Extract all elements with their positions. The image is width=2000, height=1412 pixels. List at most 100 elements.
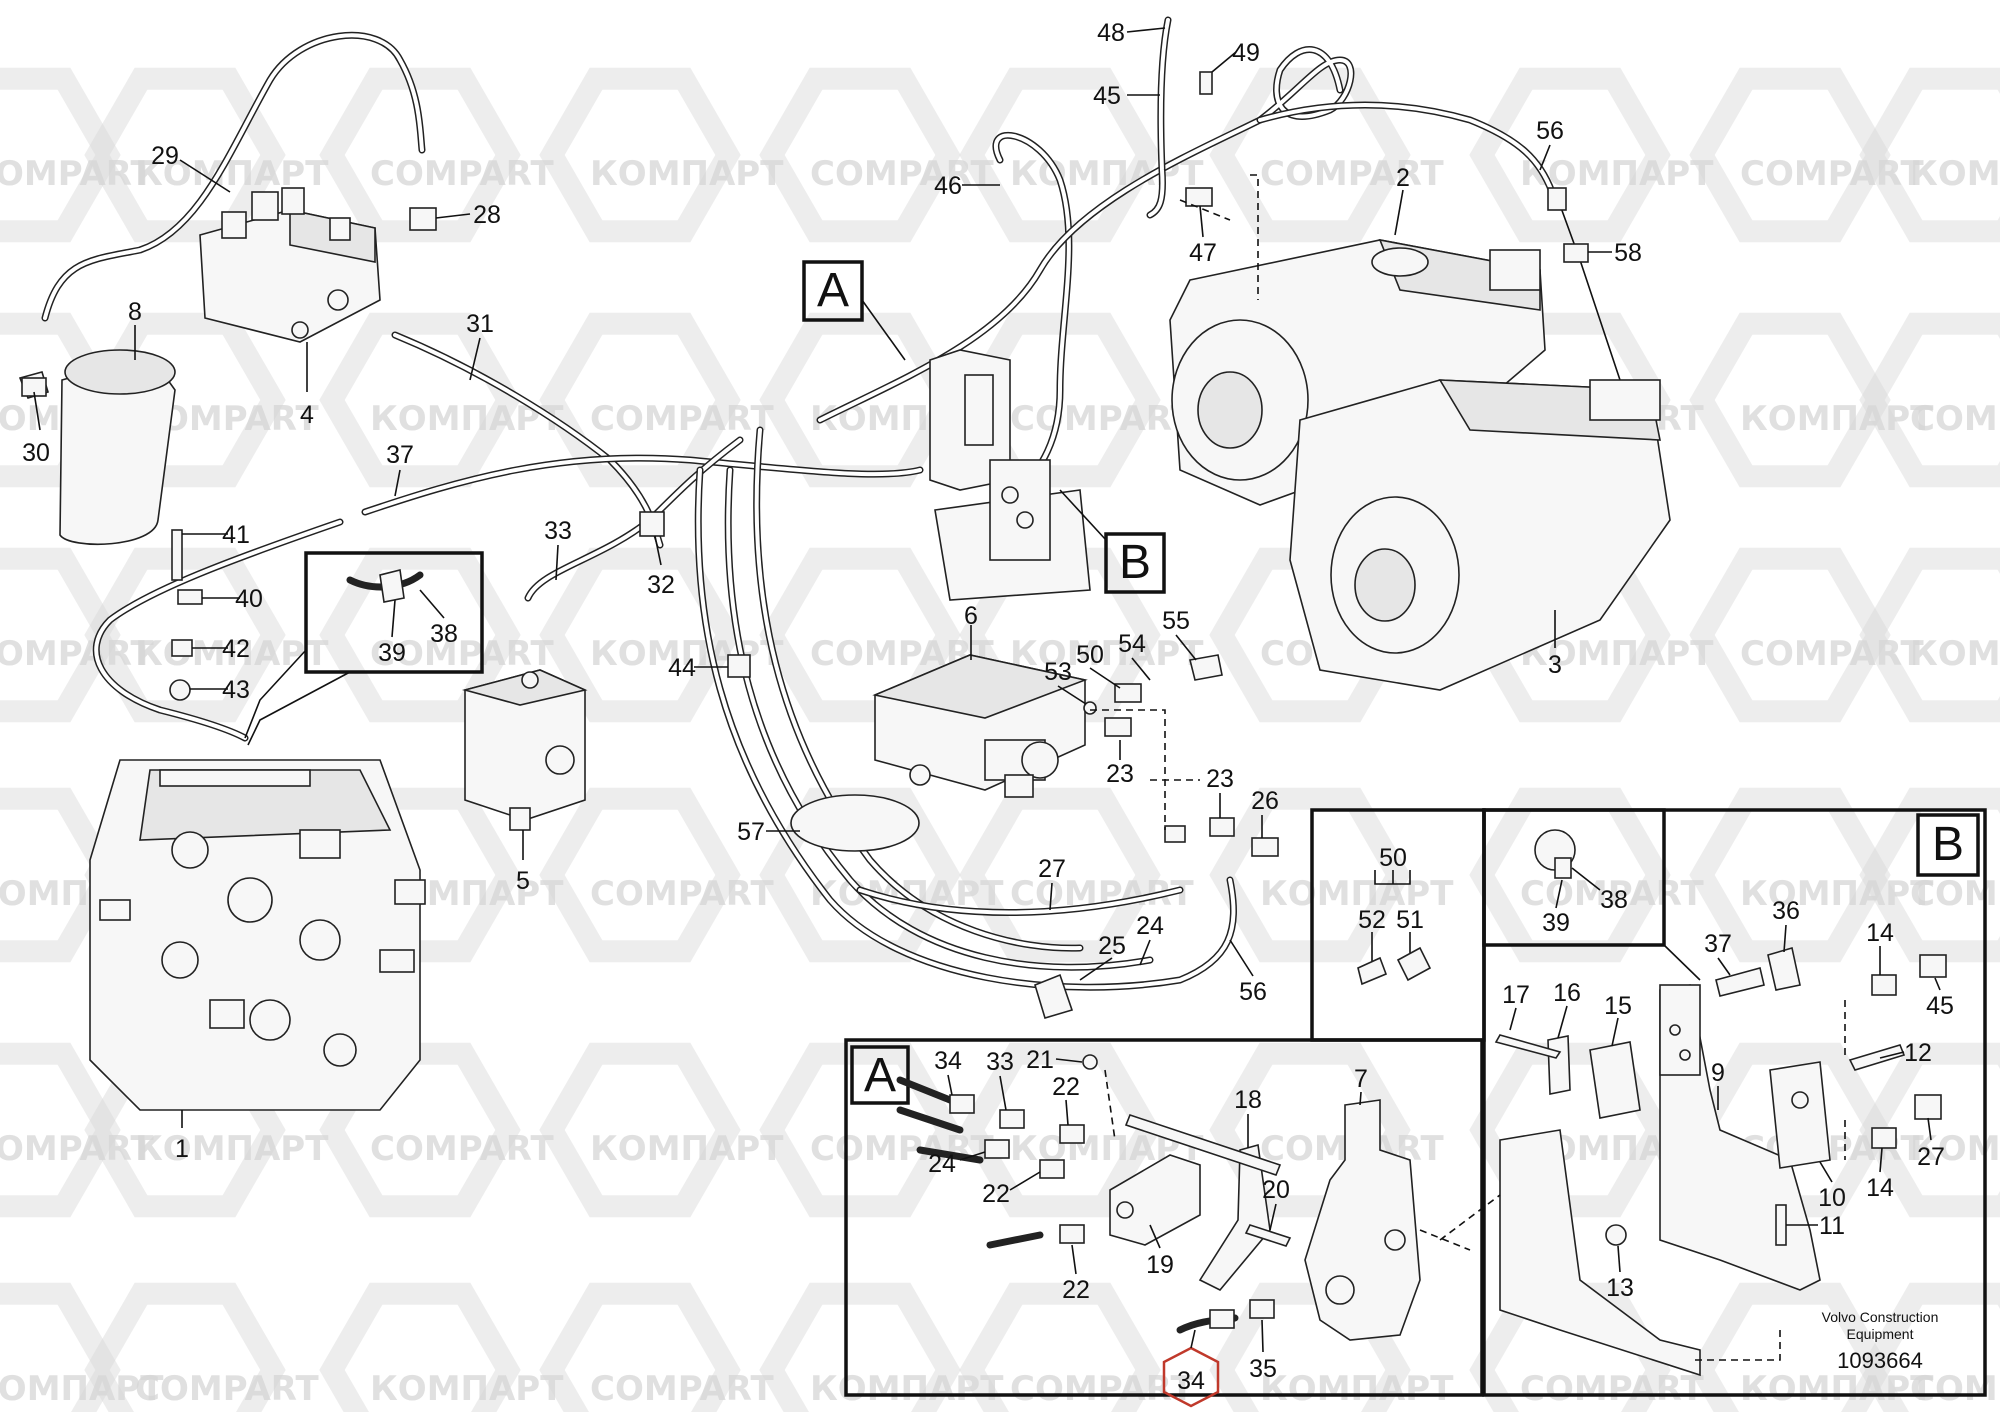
watermark-hex	[539, 1282, 741, 1412]
watermark-hex	[539, 312, 741, 488]
watermark-hex	[1689, 787, 1891, 963]
pump-2	[1169, 189, 1546, 506]
callout-26: 26	[1251, 787, 1279, 815]
credit-company-line1: Volvo Construction	[1822, 1309, 1939, 1325]
callout-3: 3	[1548, 651, 1562, 679]
watermark-text: COMPART	[370, 634, 554, 674]
drawing-number: 1093664	[1837, 1348, 1923, 1373]
callout-14: 14	[1866, 1174, 1894, 1202]
watermark-hex	[759, 1042, 961, 1218]
callout-46: 46	[934, 172, 962, 200]
watermark-text: КОМПАРТ	[1260, 1369, 1454, 1409]
callout-51: 51	[1396, 906, 1424, 934]
watermark-text: COMPART	[370, 1129, 554, 1169]
callout-13: 13	[1606, 1274, 1634, 1302]
leader-lines	[33, 27, 1612, 981]
detail-a-label: A	[864, 1049, 896, 1102]
watermark-hex	[1859, 67, 2000, 243]
watermark-text: КОМПАРТ	[1010, 634, 1204, 674]
callout-34: 34	[1177, 1367, 1205, 1395]
watermark-hex	[539, 67, 741, 243]
callout-57: 57	[737, 818, 765, 846]
watermark-hex	[0, 787, 121, 963]
callout-18: 18	[1234, 1086, 1262, 1114]
callout-37: 37	[1704, 930, 1732, 958]
watermark-hex	[959, 787, 1161, 963]
callout-a-label: A	[817, 264, 849, 317]
watermark-hex	[1689, 312, 1891, 488]
callout-15: 15	[1604, 992, 1632, 1020]
watermark-text: КОМПАРТ	[590, 634, 784, 674]
watermark-text: COMPART	[1010, 1369, 1194, 1409]
watermark-text: КОМПАРТ	[1740, 399, 1934, 439]
callout-22: 22	[1062, 1276, 1090, 1304]
watermark-text: COMPART	[590, 399, 774, 439]
callout-45: 45	[1093, 82, 1121, 110]
callout-36: 36	[1772, 897, 1800, 925]
watermark-hex	[759, 67, 961, 243]
watermark-hex	[539, 547, 741, 723]
watermark-hex	[1859, 312, 2000, 488]
highlight-hex-34	[1162, 1346, 1220, 1408]
callout-1: 1	[175, 1135, 189, 1163]
callout-6: 6	[964, 602, 978, 630]
callout-23: 23	[1206, 765, 1234, 793]
watermark-hex	[759, 1282, 961, 1412]
watermark-text: COMPART	[590, 1369, 774, 1409]
watermark-hex	[319, 1282, 521, 1412]
watermark-text: COMPART	[1010, 399, 1194, 439]
watermark-text: COMPART	[590, 874, 774, 914]
watermark-text: COMPART	[0, 154, 154, 194]
watermark-hex	[959, 1042, 1161, 1218]
callout-numbers: 1234567891011121314141516171819202122222…	[22, 19, 1954, 1395]
watermark-hex	[319, 1042, 521, 1218]
callout-54: 54	[1118, 630, 1146, 658]
hoses	[41, 16, 1621, 1019]
dashed-connections	[1090, 174, 1259, 830]
callout-b-label: B	[1119, 536, 1151, 589]
callout-37: 37	[386, 441, 414, 469]
watermark-text: COMPART	[810, 154, 994, 194]
watermark-text: COMPART	[135, 1369, 319, 1409]
credit-company-line2: Equipment	[1847, 1326, 1914, 1342]
watermark-hex	[1689, 547, 1891, 723]
callout-56: 56	[1536, 117, 1564, 145]
watermark-hex	[959, 1282, 1161, 1412]
callout-39: 39	[378, 639, 406, 667]
callout-box-b: B	[1059, 489, 1166, 594]
callout-42: 42	[222, 635, 250, 663]
callout-22: 22	[1052, 1073, 1080, 1101]
control-valve-1	[89, 759, 426, 1128]
callout-16: 16	[1553, 979, 1581, 1007]
callout-22: 22	[982, 1180, 1010, 1208]
watermark-hex	[84, 1282, 286, 1412]
watermark-hex	[1209, 787, 1411, 963]
watermark-text: КОМПАРТ	[1910, 154, 2000, 194]
watermark-text: COMPART	[1740, 154, 1924, 194]
watermark-text: КОМПАРТ	[370, 1369, 564, 1409]
callout-17: 17	[1502, 981, 1530, 1009]
watermark-hex	[1689, 67, 1891, 243]
callout-44: 44	[668, 654, 696, 682]
callout-56: 56	[1239, 978, 1267, 1006]
watermark-hex	[1689, 1282, 1891, 1412]
watermark-hex	[319, 312, 521, 488]
callout-50: 50	[1379, 844, 1407, 872]
watermark-text: COMPART	[370, 154, 554, 194]
callout-29: 29	[151, 142, 179, 170]
watermark-hex	[0, 1042, 121, 1218]
callout-24: 24	[1136, 912, 1164, 940]
watermark-text: КОМПАРТ	[1740, 874, 1934, 914]
watermark-text: КОМПАРТ	[135, 634, 329, 674]
callout-20: 20	[1262, 1176, 1290, 1204]
callout-27: 27	[1038, 855, 1066, 883]
callout-32: 32	[647, 571, 675, 599]
watermark-hex	[959, 67, 1161, 243]
watermark-hex	[1469, 67, 1671, 243]
callout-48: 48	[1097, 19, 1125, 47]
detail-b-label: B	[1932, 818, 1964, 871]
callout-49: 49	[1232, 39, 1260, 67]
callout-43: 43	[222, 676, 250, 704]
watermark-text: КОМПАРТ	[810, 1369, 1004, 1409]
callout-31: 31	[466, 310, 494, 338]
